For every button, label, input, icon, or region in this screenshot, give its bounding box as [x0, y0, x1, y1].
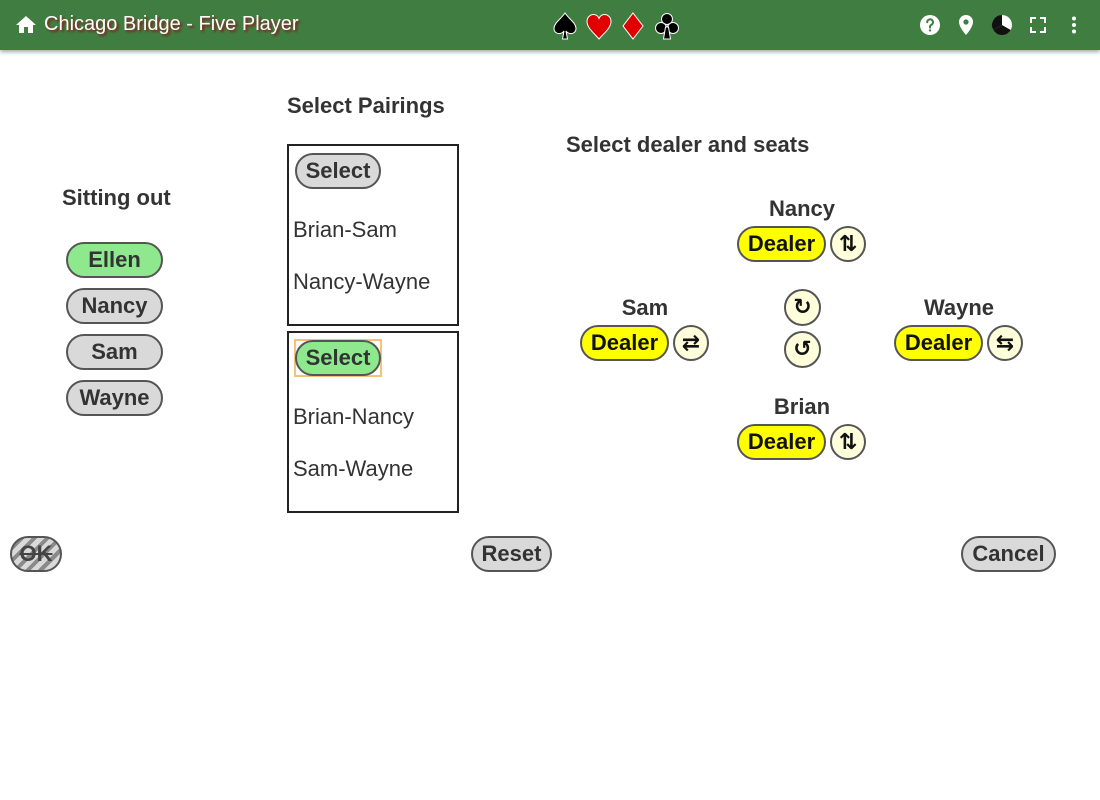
- sitting-out-sam-button[interactable]: Sam: [66, 334, 163, 370]
- help-icon[interactable]: [918, 13, 942, 37]
- pairing-1-team-b: Nancy-Wayne: [293, 269, 431, 294]
- sitting-out-ellen-button[interactable]: Ellen: [66, 242, 163, 278]
- south-player-name: Brian: [773, 394, 831, 419]
- sitting-out-heading: Sitting out: [62, 185, 171, 210]
- heart-icon: [585, 11, 613, 41]
- app-bar: Chicago Bridge - Five Player: [0, 0, 1100, 50]
- diamond-icon: [619, 11, 647, 41]
- pairing-2-select-button[interactable]: Select: [295, 340, 381, 376]
- theme-icon[interactable]: [990, 13, 1014, 37]
- ok-button[interactable]: OK: [10, 536, 62, 572]
- south-swap-button[interactable]: ⇅: [830, 424, 866, 460]
- west-dealer-button[interactable]: Dealer: [580, 325, 669, 361]
- east-player-name: Wayne: [923, 295, 995, 320]
- sitting-out-wayne-button[interactable]: Wayne: [66, 380, 163, 416]
- sitting-out-nancy-button[interactable]: Nancy: [66, 288, 163, 324]
- select-dealer-heading: Select dealer and seats: [566, 132, 810, 157]
- cancel-button[interactable]: Cancel: [961, 536, 1056, 572]
- more-vert-icon[interactable]: [1062, 13, 1086, 37]
- fullscreen-icon[interactable]: [1026, 13, 1050, 37]
- spade-icon: [551, 11, 579, 41]
- app-title: Chicago Bridge - Five Player: [44, 13, 299, 35]
- home-icon[interactable]: [14, 13, 38, 37]
- north-dealer-button[interactable]: Dealer: [737, 226, 826, 262]
- rotate-counterclockwise-button[interactable]: ↺: [784, 331, 821, 368]
- east-dealer-button[interactable]: Dealer: [894, 325, 983, 361]
- pairing-2-team-b: Sam-Wayne: [293, 456, 414, 481]
- pairing-1-select-button[interactable]: Select: [295, 153, 381, 189]
- club-icon: [653, 11, 681, 41]
- west-swap-button[interactable]: ⇄: [673, 325, 709, 361]
- select-pairings-heading: Select Pairings: [287, 93, 445, 118]
- pairing-2-team-a: Brian-Nancy: [293, 404, 415, 429]
- pairing-1-team-a: Brian-Sam: [293, 217, 397, 242]
- rotate-clockwise-button[interactable]: ↻: [784, 289, 821, 326]
- north-player-name: Nancy: [768, 196, 836, 221]
- east-swap-button[interactable]: ⇆: [987, 325, 1023, 361]
- north-swap-button[interactable]: ⇅: [830, 226, 866, 262]
- location-pin-icon[interactable]: [954, 13, 978, 37]
- west-player-name: Sam: [621, 295, 669, 320]
- south-dealer-button[interactable]: Dealer: [737, 424, 826, 460]
- reset-button[interactable]: Reset: [471, 536, 552, 572]
